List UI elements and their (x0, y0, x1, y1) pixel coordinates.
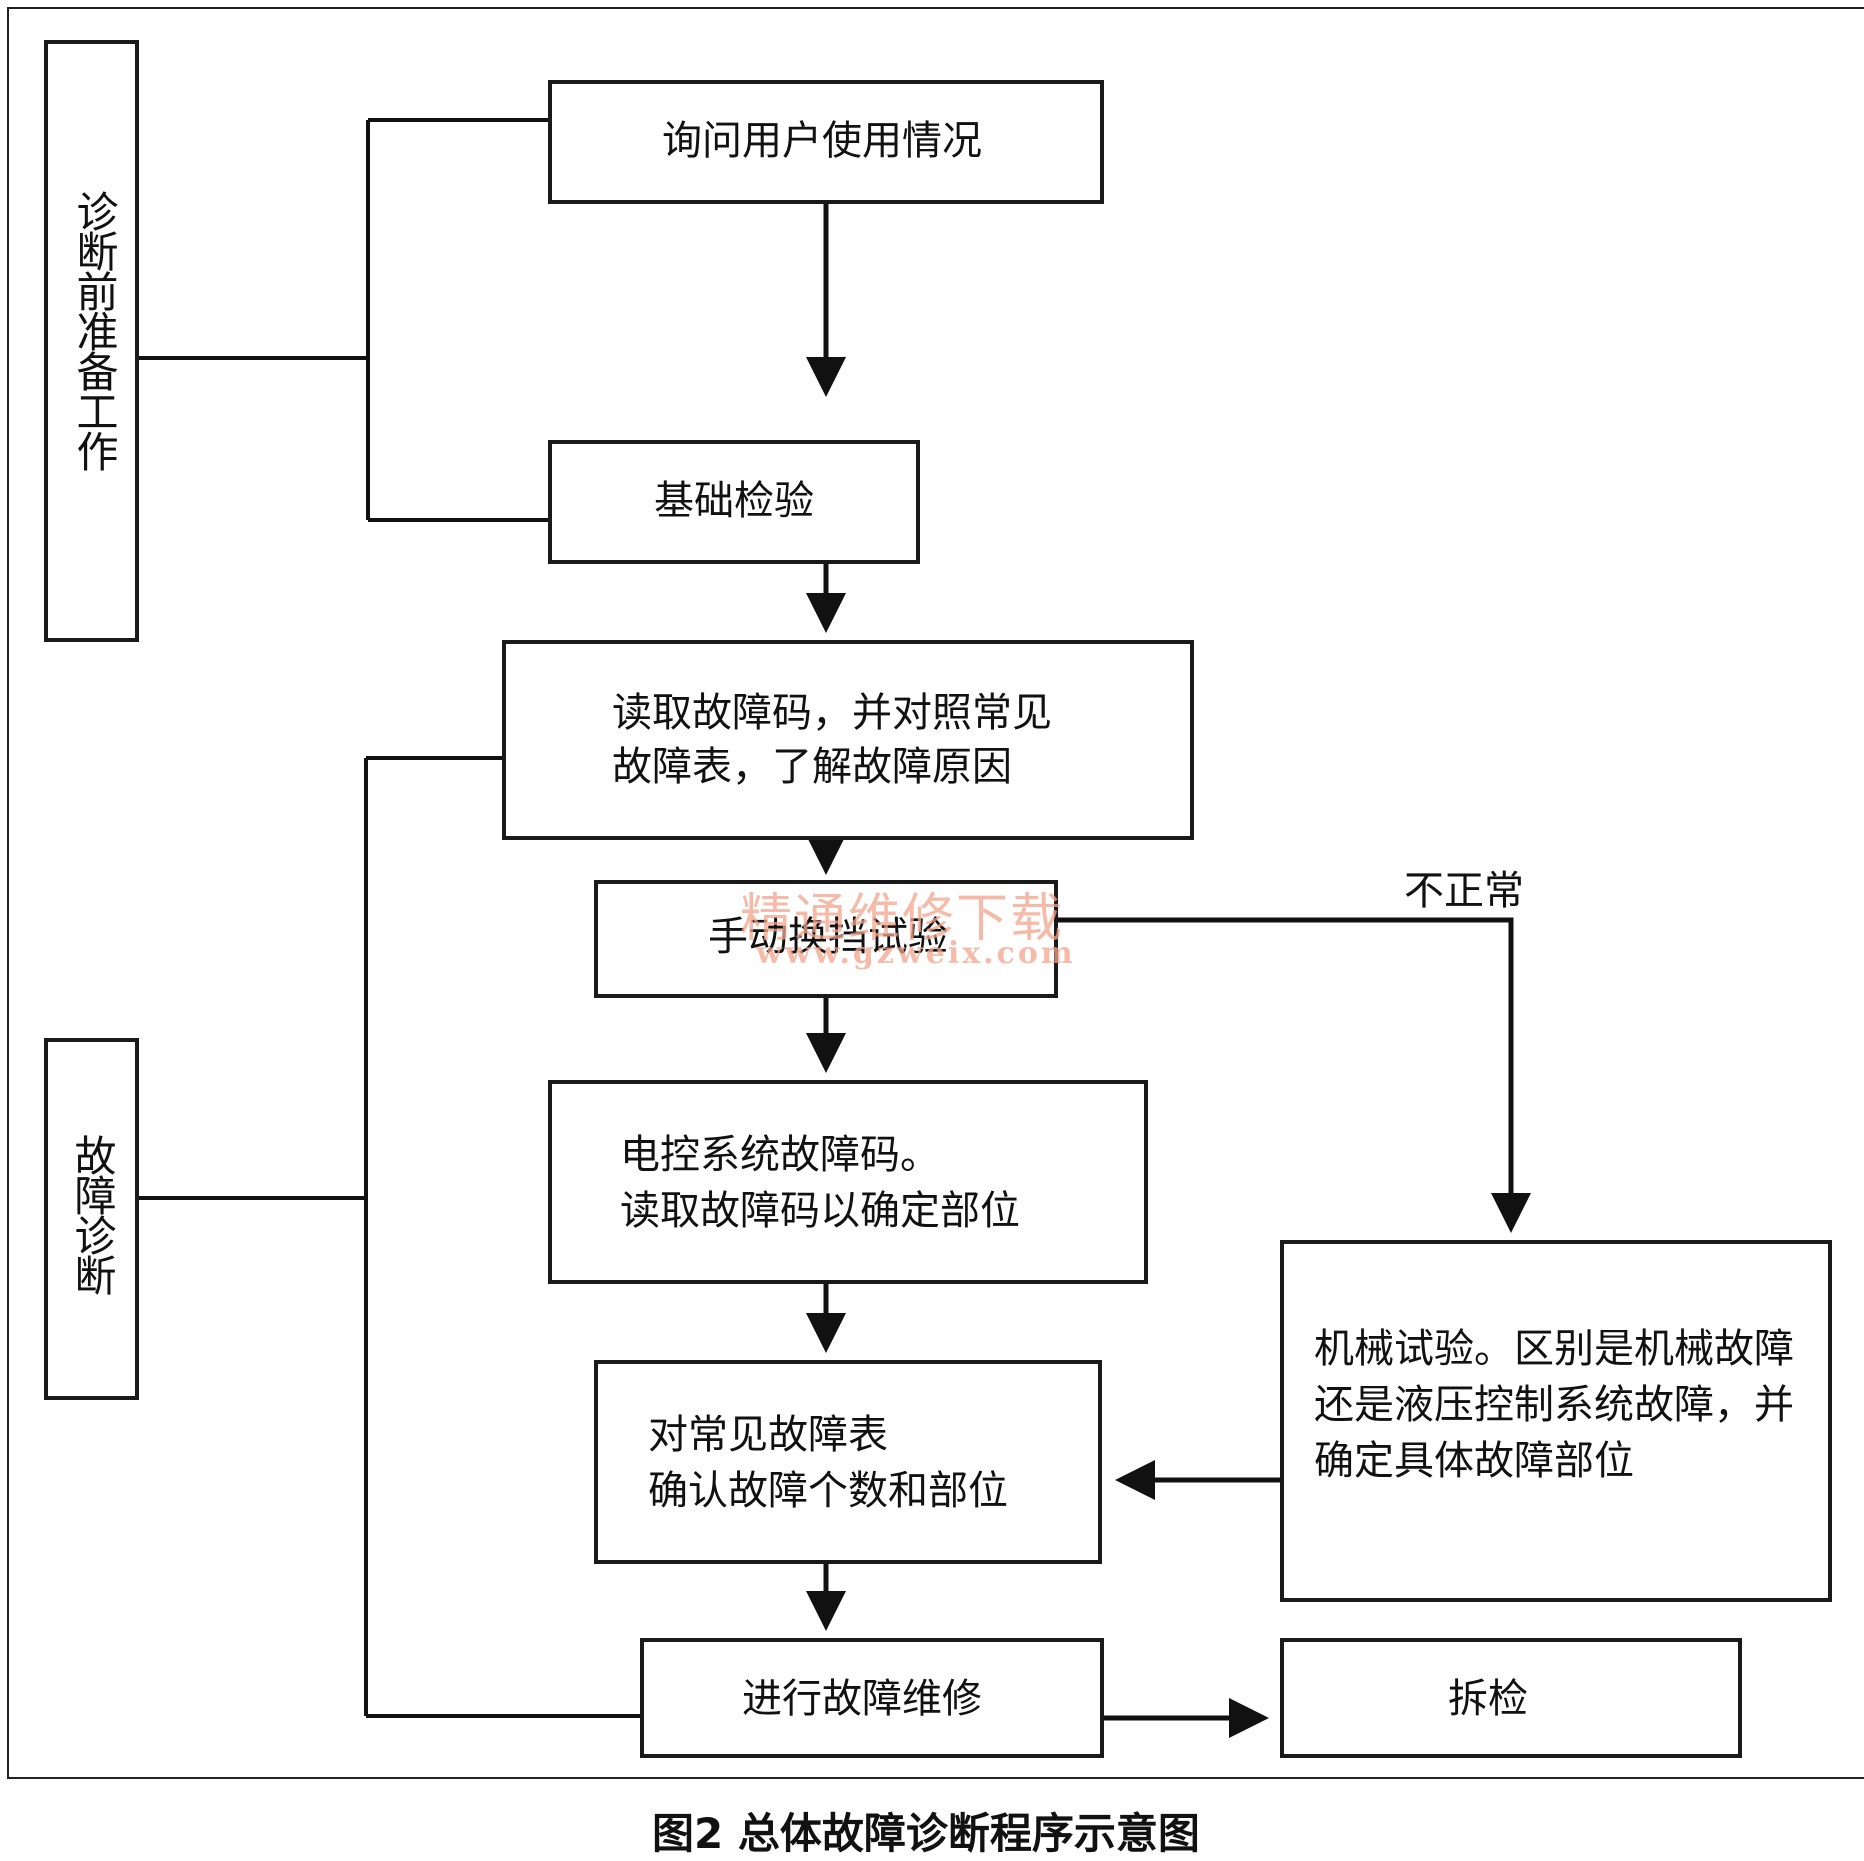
step-read-codes-line1: 读取故障码，并对照常见 (612, 690, 1052, 736)
step-disassemble: 拆检 (1280, 1638, 1742, 1758)
watermark-url: www.gzweix.com (756, 936, 1076, 971)
step-confirm-faults: 对常见故障表 确认故障个数和部位 (594, 1360, 1102, 1564)
step-mech-line3: 确定具体故障部位 (1314, 1438, 1634, 1484)
stage-diagnosis-box: 故障诊断 (44, 1038, 139, 1400)
step-ecu-codes: 电控系统故障码。 读取故障码以确定部位 (548, 1080, 1148, 1284)
step-basic-check-text: 基础检验 (654, 478, 814, 524)
page-frame (7, 7, 1864, 1779)
step-read-codes-line2: 故障表，了解故障原因 (612, 744, 1012, 790)
stage-prep-label: 诊断前准备工作 (70, 190, 119, 470)
branch-label-abnormal: 不正常 (1404, 868, 1524, 914)
step-ask-user: 询问用户使用情况 (548, 80, 1104, 204)
step-ecu-line2: 读取故障码以确定部位 (620, 1188, 1020, 1234)
step-basic-check: 基础检验 (548, 440, 920, 564)
step-ask-user-text: 询问用户使用情况 (662, 118, 982, 164)
watermark-title: 精通维修下载 (740, 889, 1065, 949)
stage-diagnosis-label: 故障诊断 (68, 1134, 117, 1294)
step-mechanical-test: 机械试验。区别是机械故障 还是液压控制系统故障，并 确定具体故障部位 (1280, 1240, 1832, 1602)
step-manual-shift-text: 手动换挡试验 (708, 914, 948, 960)
step-repair: 进行故障维修 (640, 1638, 1104, 1758)
step-ecu-line1: 电控系统故障码。 (620, 1132, 940, 1178)
arrow-manual-to-mech (1056, 917, 1531, 1233)
step-manual-shift: 手动换挡试验 (594, 880, 1058, 998)
figure-caption: 图2 总体故障诊断程序示意图 (652, 1809, 1200, 1858)
stage-prep-box: 诊断前准备工作 (44, 40, 139, 642)
step-read-codes: 读取故障码，并对照常见 故障表，了解故障原因 (502, 640, 1194, 840)
step-confirm-line1: 对常见故障表 (648, 1412, 888, 1458)
step-mech-line2: 还是液压控制系统故障，并 (1314, 1382, 1794, 1428)
step-confirm-line2: 确认故障个数和部位 (648, 1468, 1008, 1514)
step-disassemble-text: 拆检 (1448, 1676, 1528, 1722)
step-repair-text: 进行故障维修 (742, 1676, 982, 1722)
step-mech-line1: 机械试验。区别是机械故障 (1314, 1326, 1794, 1372)
